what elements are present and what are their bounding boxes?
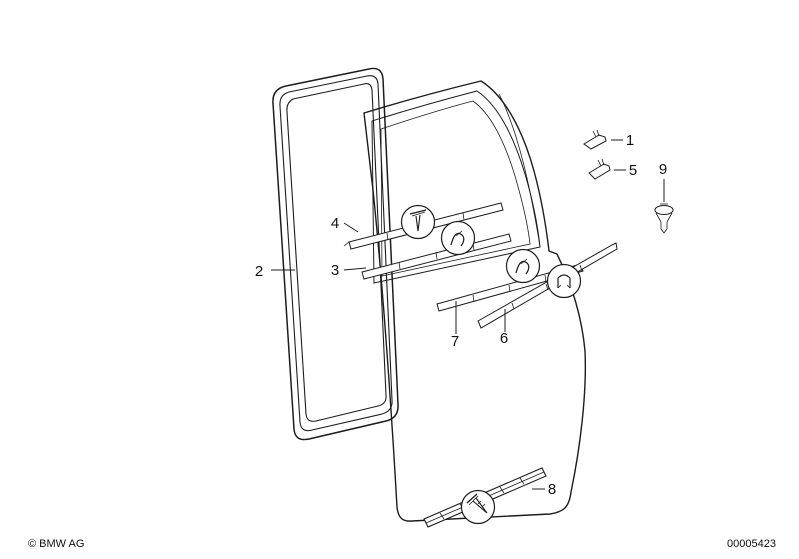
belt-trim-strip-7 bbox=[436, 263, 584, 312]
clip-icon bbox=[588, 158, 611, 180]
part-label-6: 6 bbox=[500, 330, 508, 347]
detail-circle-e bbox=[460, 489, 496, 525]
rivet-icon bbox=[654, 203, 674, 234]
clip-part-5 bbox=[588, 158, 611, 180]
part-label-7: 7 bbox=[451, 333, 459, 350]
copyright-text: © BMW AG bbox=[28, 538, 84, 550]
detail-circle-d bbox=[546, 263, 582, 299]
clip-icon bbox=[515, 258, 530, 275]
detail-circle-a bbox=[400, 204, 436, 240]
door-seal-outline bbox=[272, 67, 399, 441]
leader-lines bbox=[271, 139, 665, 490]
screw-icon bbox=[466, 493, 488, 514]
doc-number-text: 00005423 bbox=[727, 538, 776, 550]
clip-part-1 bbox=[583, 129, 607, 150]
u-clip-icon bbox=[557, 274, 571, 289]
part-label-5: 5 bbox=[629, 162, 637, 179]
rivet-part-9 bbox=[654, 203, 674, 234]
door-panel-outline bbox=[363, 80, 587, 522]
part-label-9: 9 bbox=[659, 161, 667, 178]
part-label-2: 2 bbox=[255, 263, 263, 280]
part-label-1: 1 bbox=[626, 132, 634, 149]
belt-trim-strip-6 bbox=[477, 242, 618, 329]
part-label-4: 4 bbox=[331, 215, 339, 232]
clip-icon bbox=[583, 129, 607, 150]
clip-icon bbox=[450, 230, 465, 247]
detail-circle-b bbox=[440, 220, 476, 256]
detail-circle-c bbox=[505, 248, 541, 284]
part-label-8: 8 bbox=[548, 481, 556, 498]
screw-icon bbox=[409, 209, 427, 232]
part-label-3: 3 bbox=[331, 262, 339, 279]
